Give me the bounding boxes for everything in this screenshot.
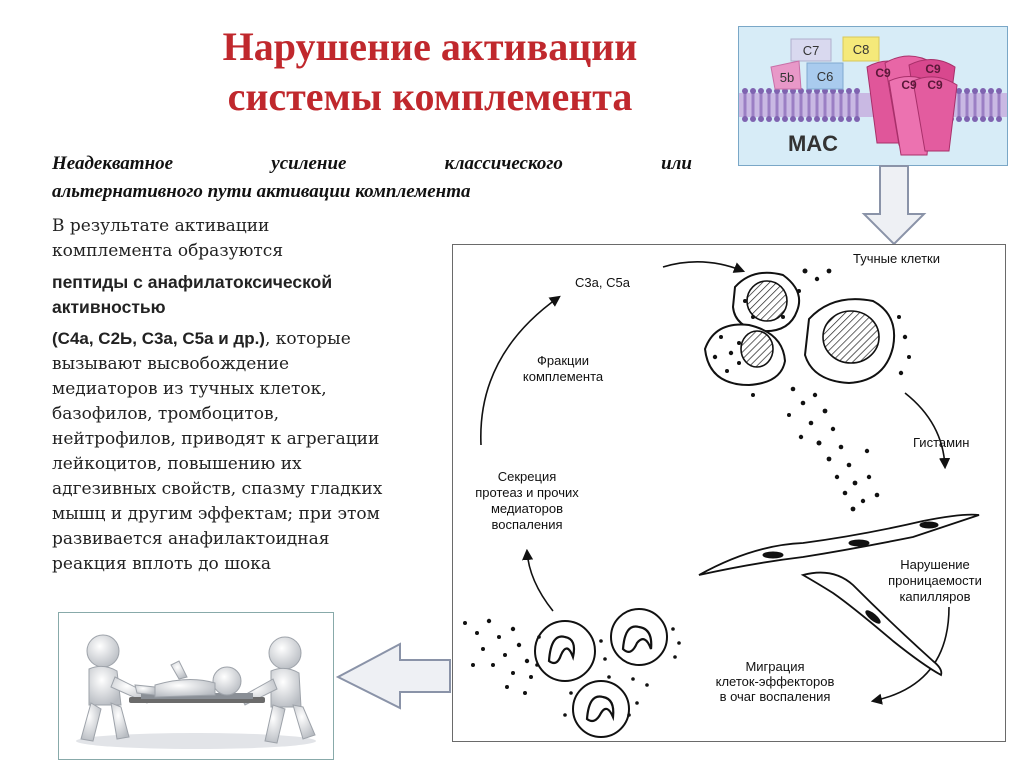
label-migration-2: клеток-эффекторов [716,674,835,689]
floor-shadow [76,733,316,749]
secretion-dots [463,618,681,717]
peptides-line-1: пептиды с анафилатоксической [52,272,333,292]
down-arrow-icon [861,165,927,246]
membrane-lipids [743,91,1001,119]
cycle-svg: Тучные клетки С3а, С5а Фракции комплемен… [463,251,982,738]
arrow-secretion [522,548,554,612]
c9-label-4: C9 [927,78,943,92]
leukocyte-nucleus [547,635,576,665]
body-line-1: вызывают высвобождение [52,354,290,374]
c9-pore [866,55,958,156]
left-arrow-icon [335,642,451,710]
left-carrier-figure [80,634,152,742]
stretcher-svg [76,634,316,749]
right-carrier-figure [240,636,316,744]
c7-label: C7 [803,43,820,58]
body-line-4: нейтрофилов, приводят к агрегации [52,429,380,449]
body-line-2: медиаторов из тучных клеток, [52,379,327,399]
label-secretion-3: медиаторов [491,501,563,516]
leukocyte-nucleus [585,695,615,723]
leukocyte-nucleus [621,625,653,653]
patient-figure [134,660,242,698]
body-line-5: лейкоцитов, повышению их [52,454,302,474]
title-line-1: Нарушение активации [222,24,638,69]
subtitle-line-1: Неадекватное усиление классического или [52,153,692,174]
body-text: В результате активации комплемента образ… [52,214,437,577]
mac-illustration: C7 C8 5b C6 C9 C9 C9 C9 MAC [738,26,1008,166]
c8-block [842,36,880,62]
c6-label: C6 [817,69,834,84]
body-line-8: развивается анафилактоидная [52,529,330,549]
list-bold: (С4а, С2Ь, С3а, С5а и др.) [52,329,265,348]
arrow-to-fractions [480,295,561,446]
leukocyte-3 [572,680,630,738]
label-fractions-1: Фракции [537,353,589,368]
mast-cell-nucleus [740,330,774,368]
c9-segment [912,76,958,152]
label-mast-cells: Тучные клетки [853,251,940,266]
slide-subtitle: Неадекватное усиление классического или … [52,150,692,206]
label-c3a-c5a: С3а, С5а [575,275,631,290]
c6-block [806,62,844,90]
mast-cell-2 [703,323,787,387]
label-secretion-4: воспаления [491,517,562,532]
mac-label-bg [769,125,853,157]
c5b-label: 5b [780,70,794,85]
body-line-7: мышц и другим эффектам; при этом [52,504,380,524]
title-line-2: системы комплемента [227,74,633,119]
label-migration-1: Миграция [745,659,804,674]
body-line-3: базофилов, тромбоцитов, [52,404,280,424]
label-permeability-1: Нарушение [900,557,970,572]
capillary-nuclei [762,521,939,624]
mac-label: MAC [788,131,838,156]
label-permeability-3: капилляров [899,589,970,604]
slide-title: Нарушение активации системы комплемента [120,22,740,122]
arrow-histamine [904,392,951,470]
c5b-block [770,60,802,90]
c7-block [790,38,832,62]
mast-cell-nucleus [822,310,880,364]
c9-label-3: C9 [901,78,917,92]
c9-label-2: C9 [925,62,941,76]
leukocyte-1 [534,620,596,682]
label-secretion-2: протеаз и прочих [475,485,579,500]
body-line-9: реакция вплоть до шока [52,554,271,574]
arrow-migration [870,606,950,705]
mast-cell-1 [731,271,801,333]
arrow-to-mast-cells [662,261,746,273]
stretcher-illustration [58,612,334,760]
subtitle-line-2: альтернативного пути активации комплемен… [52,181,471,202]
c8-label: C8 [853,42,870,57]
body-line-6: адгезивных свойств, спазму гладких [52,479,383,499]
list-line: (С4а, С2Ь, С3а, С5а и др.), которые [52,326,437,352]
granules [712,268,911,512]
inflammation-cycle-diagram: Тучные клетки С3а, С5а Фракции комплемен… [452,244,1006,742]
label-secretion-1: Секреция [498,469,557,484]
mast-cell-3 [803,298,895,385]
capillary [698,513,980,677]
c9-label-1: C9 [875,66,891,80]
peptides-line-2: активностью [52,297,166,317]
intro-line-2: комплемента образуются [52,241,284,261]
label-permeability-2: проницаемости [888,573,982,588]
leukocyte-2 [610,608,668,666]
label-fractions-2: комплемента [523,369,604,384]
label-migration-3: в очаг воспаления [720,689,831,704]
list-rest: , которые [264,329,351,349]
intro-line-1: В результате активации [52,216,270,236]
mac-svg: C7 C8 5b C6 C9 C9 C9 C9 MAC [739,36,1007,157]
